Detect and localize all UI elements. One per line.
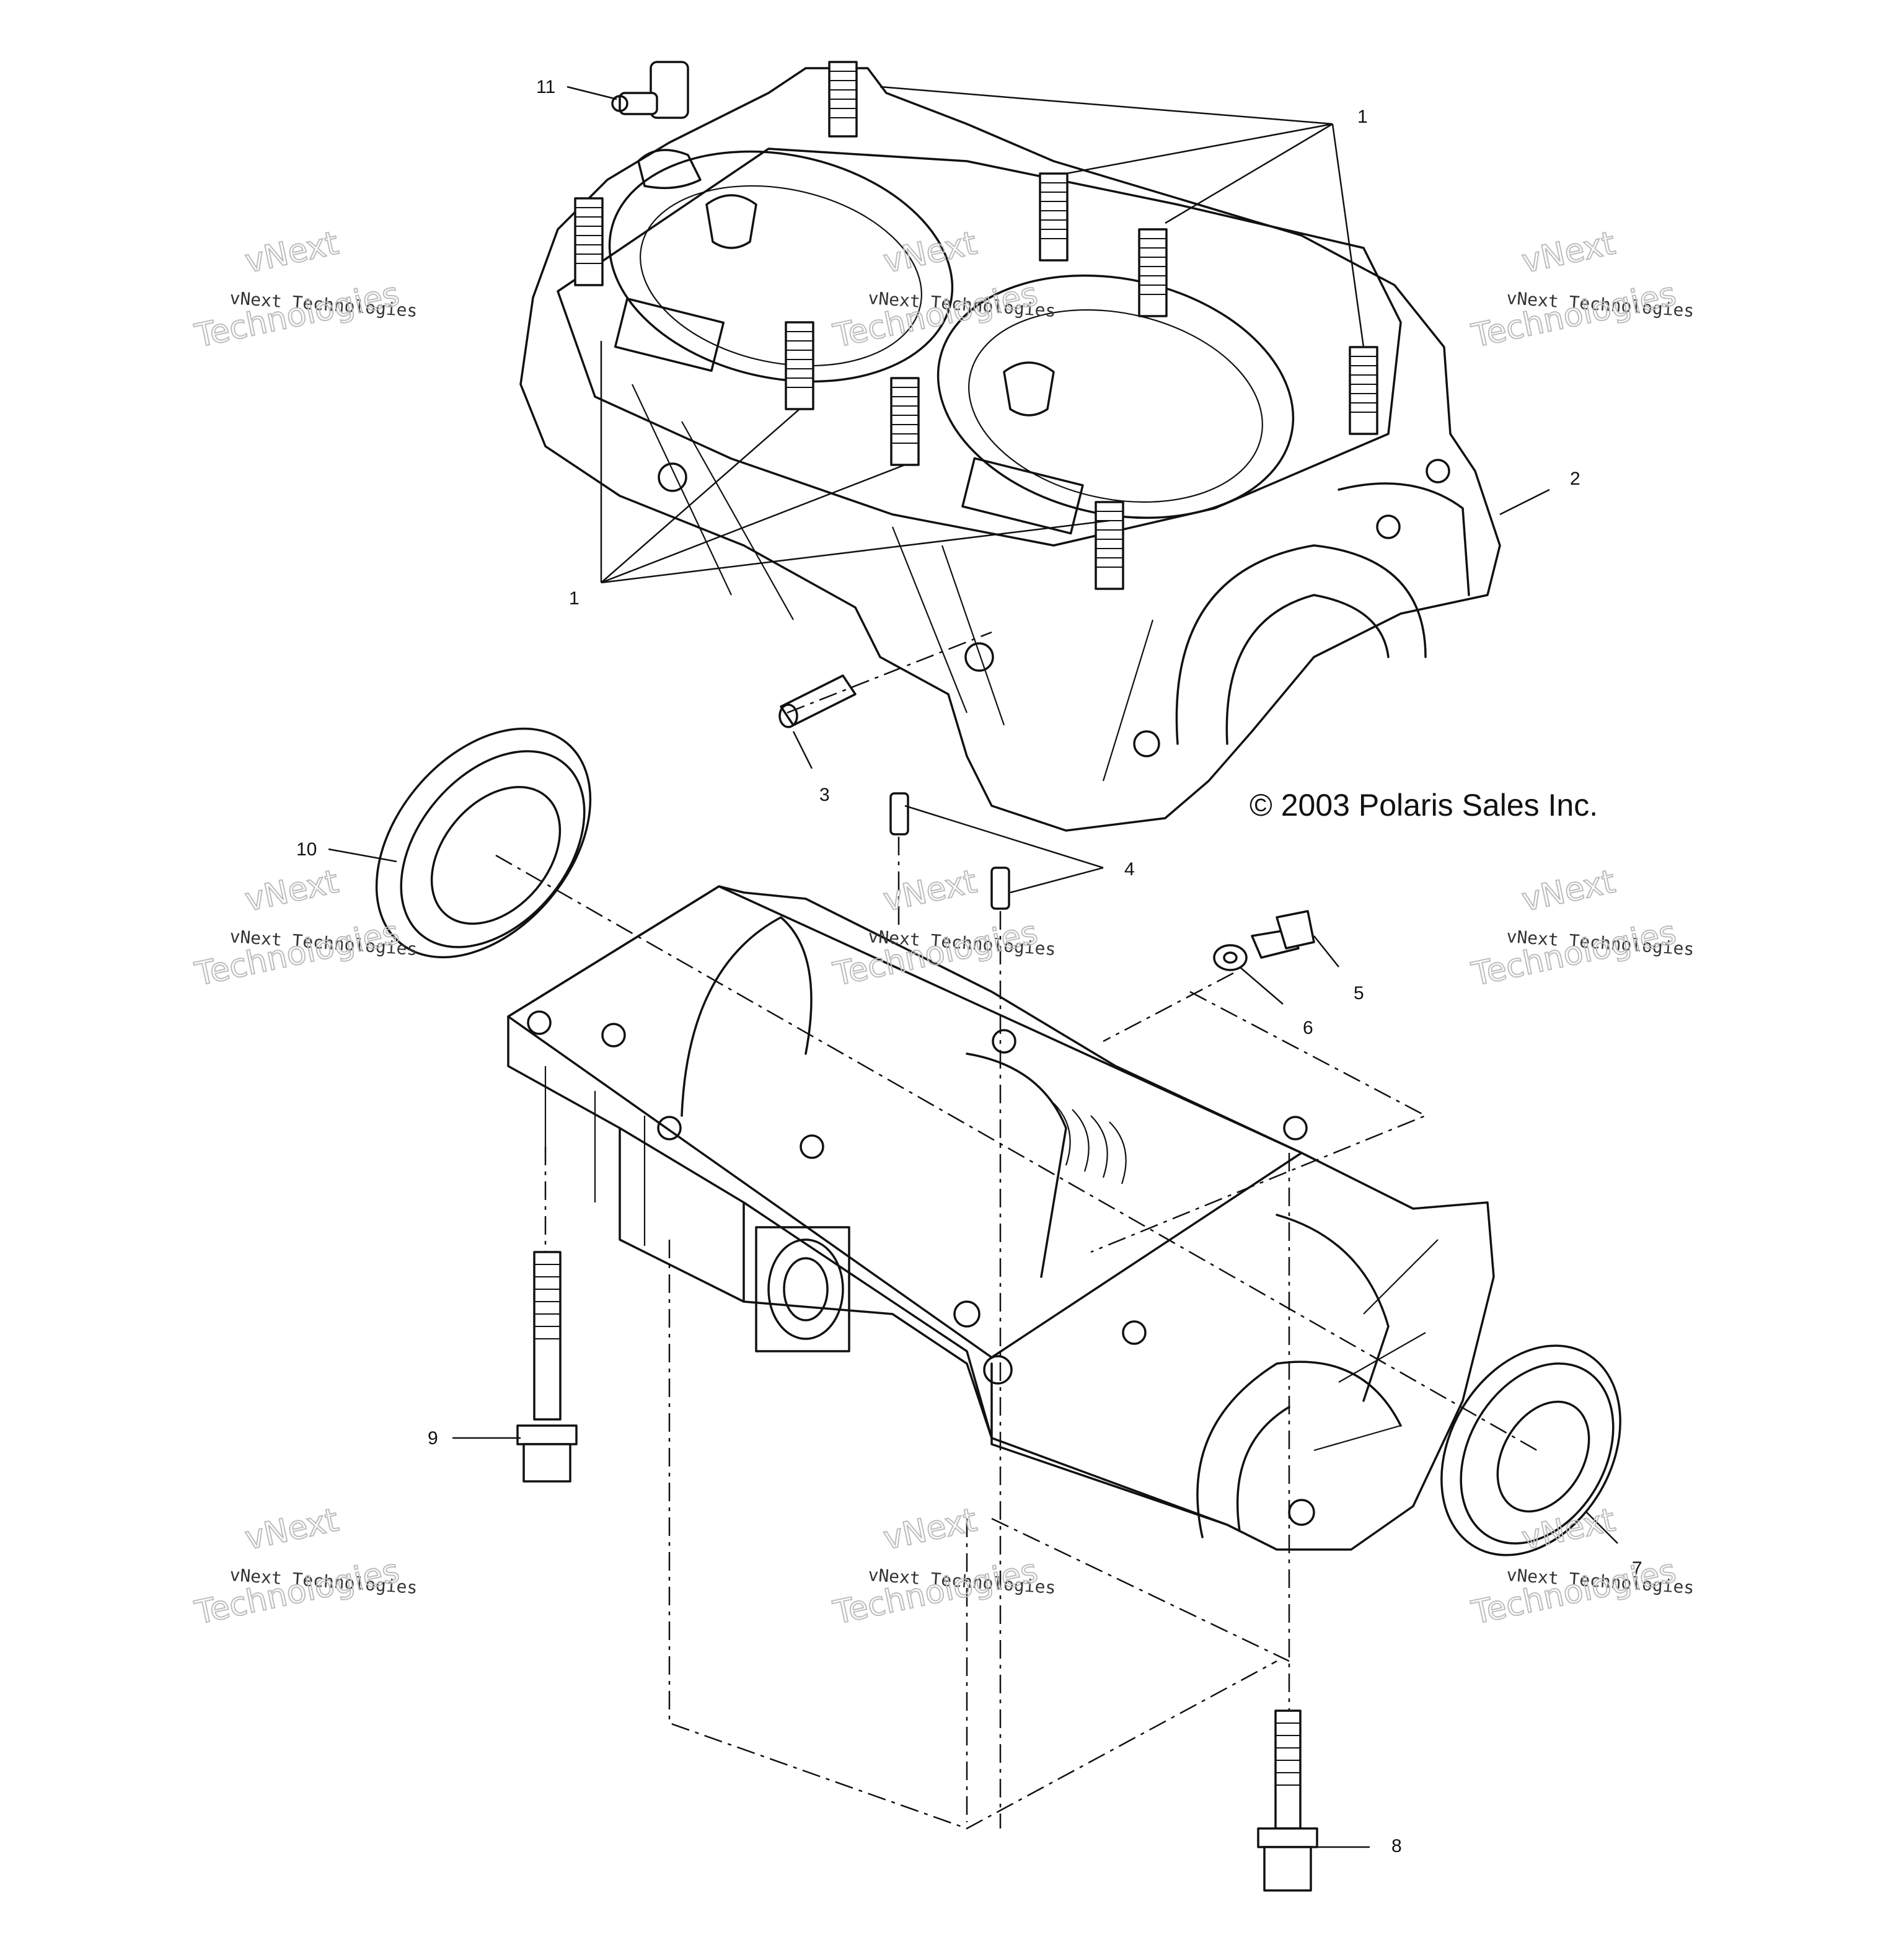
stud [1349,346,1378,435]
callout-9: 9 [428,1428,438,1449]
leader-lines [328,86,1618,1848]
callout-8: 8 [1391,1836,1402,1856]
assembly-lines [495,631,1538,1830]
bolt-and-washer [1213,910,1315,971]
oil-seal-right [1440,1344,1621,1556]
stud [574,197,604,286]
callout-6: 6 [1303,1018,1313,1038]
callout-5: 5 [1354,983,1364,1003]
watermark-text: vNext [1518,224,1618,280]
stud [1138,228,1168,317]
crankcase-bolt-left [516,1251,578,1483]
callout-7-label: 7 [1632,1558,1642,1579]
callout-4: 4 [1124,859,1135,880]
callout-2: 2 [1570,469,1580,489]
watermark-text: Technologies [1468,1553,1679,1632]
watermark-text: vNext [242,224,342,280]
stud [890,377,920,466]
callout-1-bottom: 1 [569,588,580,609]
crankcase-bolt-right [1257,1709,1318,1892]
stud [785,321,814,410]
stud [1095,501,1124,590]
watermark-text: Technologies [1468,276,1679,355]
callout-10: 10 [296,839,317,860]
copyright-text: © 2003 Polaris Sales Inc. [1250,788,1598,823]
dowel-pin [778,674,857,728]
watermark-text: vNext [1518,863,1618,919]
callout-3: 3 [819,785,830,805]
alignment-pins [889,792,1010,910]
watermark-text: vNext [880,863,980,919]
callout-11: 11 [536,77,555,97]
watermark-text: Technologies [192,276,402,355]
stud [828,61,858,138]
watermark-text: Technologies [192,1553,402,1632]
stud [1039,172,1069,262]
watermark-text: Technologies [192,914,402,994]
oil-seal-left [375,727,592,959]
upper-crankcase [519,67,1501,832]
watermark-text: Technologies [1468,914,1679,994]
lower-crankcase [507,885,1495,1551]
watermark-text: Technologies [830,1553,1041,1632]
watermark-text: vNext [242,863,342,919]
callout-1-top: 1 [1357,107,1368,127]
watermark-text: vNext [880,1501,980,1557]
callout-labels: 1 1 2 3 4 5 6 7 8 9 10 11 [296,77,1642,1856]
watermark-text: vNext [242,1501,342,1557]
elbow-fitting [611,61,689,119]
